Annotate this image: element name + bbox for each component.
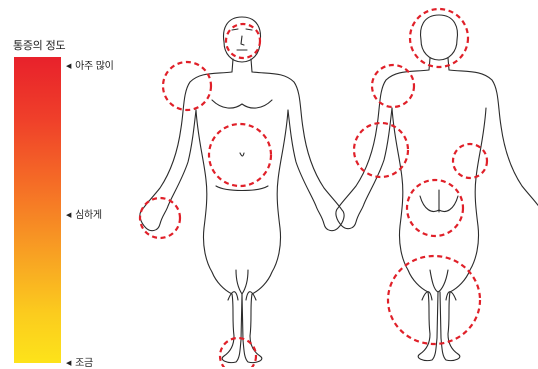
pain-zone-back-head	[410, 9, 468, 67]
pain-zone-front-head	[226, 24, 260, 58]
front-body-figure	[140, 17, 344, 363]
pain-zone-back-lower-back	[407, 180, 463, 236]
pain-zone-back-shoulder	[372, 65, 414, 107]
pain-zone-front-shoulder	[163, 62, 211, 110]
pain-zones-back	[354, 9, 487, 344]
pain-zone-front-abdomen	[209, 124, 271, 186]
pain-zone-back-elbow-right	[453, 144, 487, 178]
pain-zone-back-legs	[388, 256, 480, 344]
pain-zone-front-hand	[140, 198, 180, 238]
